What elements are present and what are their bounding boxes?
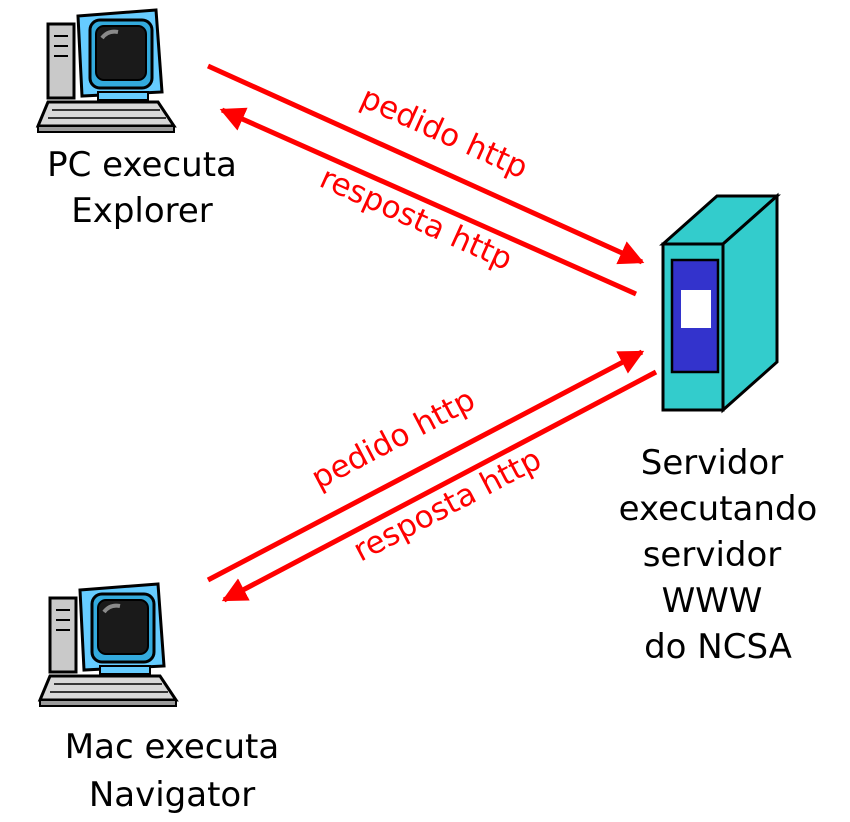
pc-response-arrow bbox=[219, 107, 638, 297]
pc-label-line1: PC executa bbox=[47, 145, 237, 185]
mac-label-line1: Mac executa bbox=[65, 727, 279, 767]
server-tower-icon bbox=[659, 192, 781, 414]
server-label-line2: executando bbox=[619, 489, 818, 529]
http-arrows: pedido http resposta http pedido http re… bbox=[206, 63, 658, 603]
mac-response-arrow bbox=[221, 369, 658, 603]
mac-request-arrow bbox=[206, 349, 645, 583]
pc-label-line2: Explorer bbox=[71, 191, 213, 231]
mac-client: Mac executa Navigator bbox=[38, 582, 279, 815]
server-label-line3: servidor bbox=[643, 535, 782, 575]
pc-request-arrow bbox=[206, 63, 645, 265]
desktop-computer-icon bbox=[38, 582, 178, 708]
server-label-line1: Servidor bbox=[641, 443, 783, 483]
server-label-line4: WWW bbox=[662, 581, 763, 621]
pc-client: PC executa Explorer bbox=[36, 8, 237, 231]
mac-label-line2: Navigator bbox=[89, 775, 255, 815]
desktop-computer-icon bbox=[36, 8, 176, 134]
server: Servidor executando servidor WWW do NCSA bbox=[619, 192, 818, 667]
server-label-line5: do NCSA bbox=[644, 627, 792, 667]
pc-response-label: resposta http bbox=[314, 160, 517, 278]
